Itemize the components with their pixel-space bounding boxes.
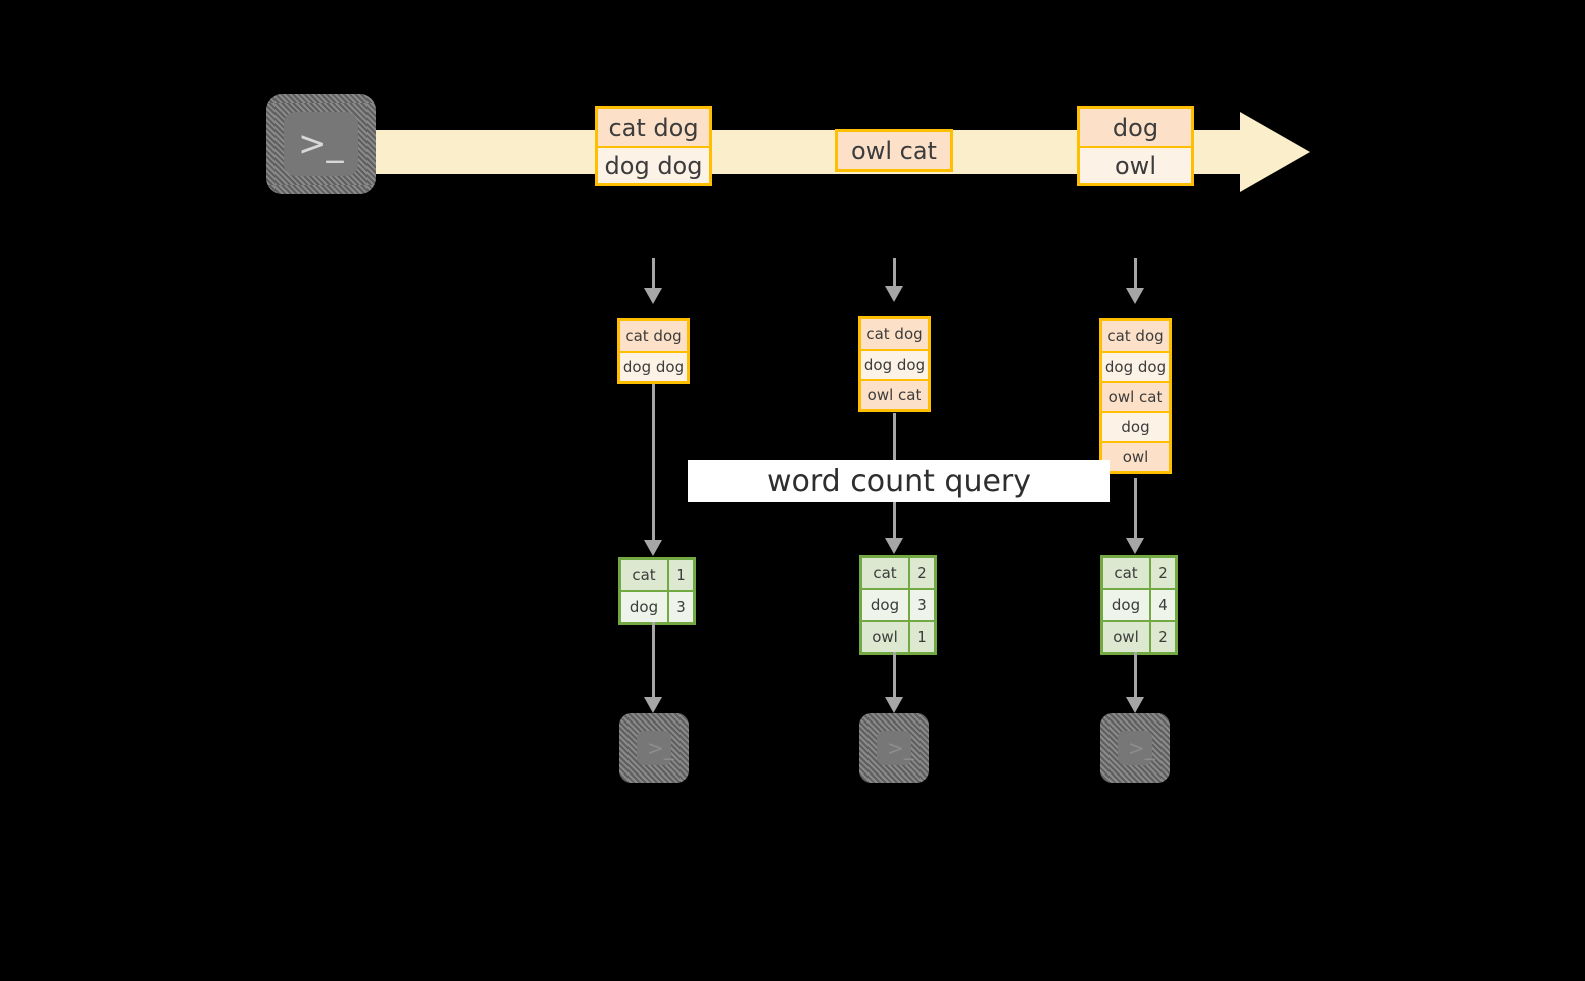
- table-row: dog 4: [1103, 588, 1175, 620]
- result-count: 2: [1149, 622, 1175, 652]
- snapshot-2-sink-line: [893, 652, 896, 700]
- result-count: 2: [908, 558, 934, 588]
- snapshot-1-result-table[interactable]: cat 1 dog 3: [618, 557, 696, 625]
- query-label-text: word count query: [766, 463, 1032, 499]
- result-count: 2: [1149, 558, 1175, 588]
- snapshot-1-sink-terminal-icon[interactable]: >_: [619, 713, 689, 783]
- table-row: owl 2: [1103, 620, 1175, 652]
- result-word: owl: [1103, 622, 1149, 652]
- stream-message-line: dog dog: [598, 146, 709, 183]
- snapshot-3-inflow-arrowhead: [1126, 288, 1144, 304]
- snapshot-2-result-table[interactable]: cat 2 dog 3 owl 1: [859, 555, 937, 655]
- table-row: cat 2: [862, 558, 934, 588]
- terminal-screen: >_: [1118, 731, 1155, 765]
- terminal-screen: >_: [637, 731, 674, 765]
- snapshot-1-input-stack[interactable]: cat dog dog dog: [617, 318, 690, 384]
- terminal-screen: >_: [284, 112, 358, 176]
- snapshot-2-inflow-line: [893, 258, 896, 286]
- result-count: 1: [908, 622, 934, 652]
- input-row: owl: [1102, 441, 1169, 471]
- snapshot-3-sink-terminal-icon[interactable]: >_: [1100, 713, 1170, 783]
- terminal-prompt-glyph: >_: [1128, 736, 1155, 760]
- snapshot-1-inflow-arrowhead: [644, 288, 662, 304]
- stream-message-line: owl: [1080, 146, 1191, 183]
- input-row: dog dog: [1102, 351, 1169, 381]
- snapshot-1-inflow-line: [652, 258, 655, 288]
- table-row: owl 1: [862, 620, 934, 652]
- input-row: owl cat: [1102, 381, 1169, 411]
- stream-message-line: cat dog: [598, 109, 709, 146]
- snapshot-3-input-stack[interactable]: cat dog dog dog owl cat dog owl: [1099, 318, 1172, 474]
- result-count: 4: [1149, 590, 1175, 620]
- snapshot-2-sink-terminal-icon[interactable]: >_: [859, 713, 929, 783]
- terminal-prompt-glyph: >_: [298, 124, 344, 164]
- stream-message-1[interactable]: cat dog dog dog: [595, 106, 712, 186]
- input-row: dog dog: [861, 349, 928, 379]
- snapshot-3-sink-arrowhead: [1126, 697, 1144, 713]
- result-count: 3: [908, 590, 934, 620]
- result-word: cat: [862, 558, 908, 588]
- result-word: cat: [621, 560, 667, 590]
- snapshot-2-inflow-arrowhead: [885, 286, 903, 302]
- snapshot-1-query-arrowhead: [644, 540, 662, 556]
- result-count: 3: [667, 592, 693, 622]
- snapshot-3-query-arrowhead: [1126, 538, 1144, 554]
- input-row: cat dog: [861, 319, 928, 349]
- snapshot-2-query-arrowhead: [885, 538, 903, 554]
- query-label: word count query: [688, 460, 1110, 502]
- terminal-prompt-glyph: >_: [647, 736, 674, 760]
- result-word: cat: [1103, 558, 1149, 588]
- result-word: dog: [621, 592, 667, 622]
- snapshot-3-query-line: [1134, 478, 1137, 548]
- table-row: cat 2: [1103, 558, 1175, 588]
- input-row: dog: [1102, 411, 1169, 441]
- snapshot-2-sink-arrowhead: [885, 697, 903, 713]
- snapshot-2-input-stack[interactable]: cat dog dog dog owl cat: [858, 316, 931, 412]
- table-row: cat 1: [621, 560, 693, 590]
- result-count: 1: [667, 560, 693, 590]
- stream-message-line: owl cat: [838, 132, 950, 169]
- table-row: dog 3: [862, 588, 934, 620]
- snapshot-1-sink-arrowhead: [644, 697, 662, 713]
- snapshot-1-sink-line: [652, 622, 655, 700]
- result-word: owl: [862, 622, 908, 652]
- table-row: dog 3: [621, 590, 693, 622]
- snapshot-3-inflow-line: [1134, 258, 1137, 288]
- terminal-screen: >_: [877, 731, 914, 765]
- input-row: cat dog: [1102, 321, 1169, 351]
- result-word: dog: [862, 590, 908, 620]
- snapshot-1-query-line: [652, 384, 655, 549]
- result-word: dog: [1103, 590, 1149, 620]
- input-row: dog dog: [620, 351, 687, 381]
- stream-message-3[interactable]: dog owl: [1077, 106, 1194, 186]
- source-terminal-icon[interactable]: >_: [266, 94, 376, 194]
- snapshot-3-sink-line: [1134, 652, 1137, 700]
- snapshot-3-result-table[interactable]: cat 2 dog 4 owl 2: [1100, 555, 1178, 655]
- stream-message-2[interactable]: owl cat: [835, 129, 953, 172]
- terminal-prompt-glyph: >_: [887, 736, 914, 760]
- input-row: cat dog: [620, 321, 687, 351]
- input-row: owl cat: [861, 379, 928, 409]
- stream-message-line: dog: [1080, 109, 1191, 146]
